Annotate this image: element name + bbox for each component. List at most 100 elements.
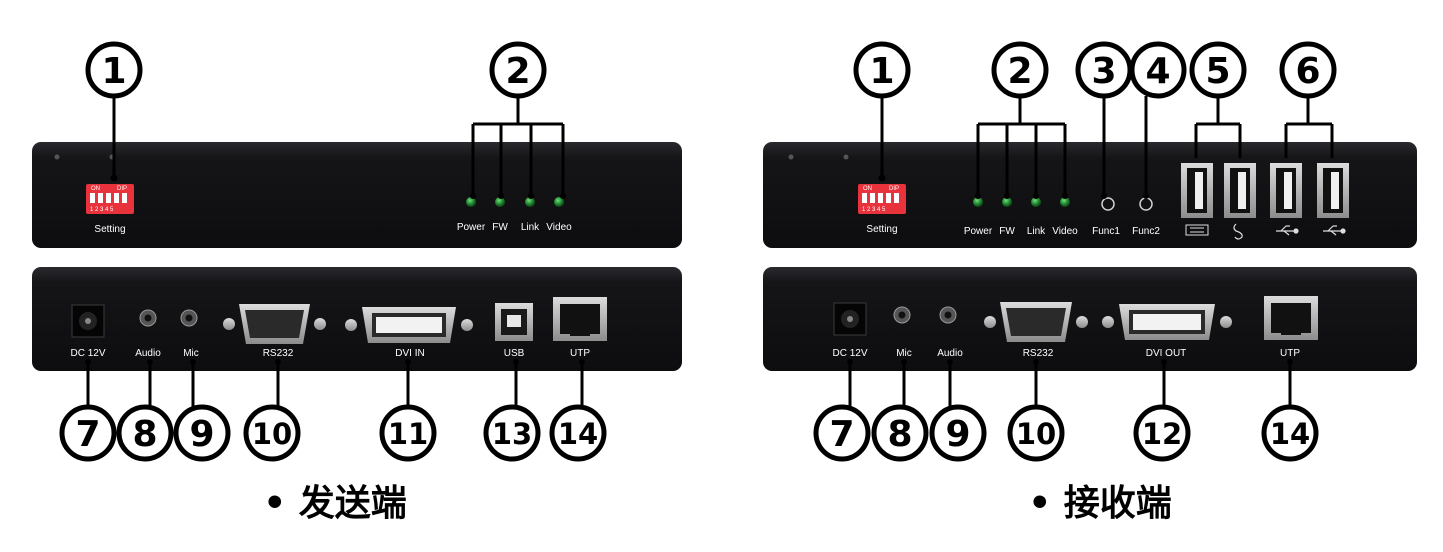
usb-icon — [1323, 225, 1346, 236]
svg-text:7: 7 — [75, 414, 100, 455]
dip-on-label: ON — [91, 186, 100, 192]
led-label-video: Video — [546, 222, 572, 233]
led-label-fw: FW — [492, 222, 508, 233]
svg-text:4: 4 — [1145, 51, 1170, 92]
receiver-setting-label: Setting — [866, 224, 897, 235]
callout-7: 7 — [59, 404, 117, 462]
usb-icon — [1276, 225, 1299, 236]
led-link — [1031, 197, 1041, 207]
sender-leader-lines — [86, 96, 584, 408]
receiver-usb-keyboard-port — [1181, 163, 1213, 218]
callout-11: 11 — [379, 404, 437, 462]
receiver-dc-jack — [833, 302, 867, 336]
led-power — [973, 197, 983, 207]
port-label-utp: UTP — [570, 348, 590, 359]
sender-device: ON DIP 1 2 3 4 5 Setting Power FW Link V… — [32, 41, 682, 524]
sender-setting-label: Setting — [94, 224, 125, 235]
receiver-rear-panel — [763, 267, 1417, 371]
dip-numbers: 1 2 3 4 5 — [90, 207, 114, 213]
receiver-caption: • 接收端 — [1028, 483, 1172, 524]
svg-text:14: 14 — [558, 417, 598, 451]
port-label-rs232: RS232 — [1023, 348, 1054, 359]
svg-text:10: 10 — [1016, 417, 1056, 451]
callout-8: 8 — [871, 404, 929, 462]
receiver-mic-jack — [893, 306, 911, 324]
mouse-icon — [1233, 223, 1243, 240]
sender-dip-switch: ON DIP 1 2 3 4 5 — [86, 184, 134, 214]
svg-text:1: 1 — [101, 51, 126, 92]
receiver-usb-port-a — [1270, 163, 1302, 218]
sender-caption: • 发送端 — [263, 483, 407, 524]
port-label-mic: Mic — [896, 348, 912, 359]
led-fw — [495, 197, 505, 207]
svg-text:11: 11 — [388, 417, 428, 451]
sender-audio-jack — [139, 309, 157, 327]
svg-text:14: 14 — [1270, 417, 1310, 451]
func1-button — [1101, 197, 1115, 211]
dip-numbers: 1 2 3 4 5 — [862, 207, 886, 213]
keyboard-icon — [1185, 224, 1209, 236]
svg-text:9: 9 — [945, 414, 970, 455]
sender-front-panel — [32, 142, 682, 248]
callout-14: 14 — [1261, 404, 1319, 462]
led-label-power: Power — [457, 222, 486, 233]
sender-leader-dots — [85, 174, 585, 365]
callout-2: 2 — [489, 41, 547, 99]
svg-text:6: 6 — [1295, 51, 1320, 92]
callout-1: 1 — [85, 41, 143, 99]
svg-text:3: 3 — [1091, 51, 1116, 92]
led-label-link: Link — [1027, 226, 1046, 237]
sender-dvi-port — [345, 307, 473, 343]
callout-13: 13 — [483, 404, 541, 462]
led-video — [1060, 197, 1070, 207]
svg-text:8: 8 — [887, 414, 912, 455]
receiver-dip-switch: ON DIP 1 2 3 4 5 — [858, 184, 906, 214]
callout-10: 10 — [1007, 404, 1065, 462]
dip-label: DIP — [117, 186, 127, 192]
led-label-video: Video — [1052, 226, 1078, 237]
receiver-rs232-port — [984, 302, 1088, 342]
svg-text:5: 5 — [1205, 51, 1230, 92]
port-label-utp: UTP — [1280, 348, 1300, 359]
sender-usb-port — [495, 303, 533, 341]
receiver-audio-jack — [939, 306, 957, 324]
callout-2: 2 — [991, 41, 1049, 99]
receiver-device: ON DIP 1 2 3 4 5 Setting Power FW Link V… — [763, 41, 1417, 524]
port-label-dc: DC 12V — [832, 348, 867, 359]
led-label-fw: FW — [999, 226, 1015, 237]
callout-10: 10 — [243, 404, 301, 462]
receiver-leader-dots — [847, 174, 1293, 365]
func2-label: Func2 — [1132, 226, 1160, 237]
callout-9: 9 — [929, 404, 987, 462]
port-label-audio: Audio — [135, 348, 161, 359]
svg-text:10: 10 — [252, 417, 292, 451]
port-label-dvi-out: DVI OUT — [1146, 348, 1187, 359]
screw-hole — [788, 154, 794, 160]
port-label-dvi-in: DVI IN — [395, 348, 424, 359]
screw-hole — [843, 154, 849, 160]
callout-4: 4 — [1129, 41, 1187, 99]
receiver-utp-port — [1264, 296, 1318, 340]
port-label-mic: Mic — [183, 348, 199, 359]
func1-label: Func1 — [1092, 226, 1120, 237]
sender-rs232-port — [223, 304, 326, 344]
svg-text:7: 7 — [829, 414, 854, 455]
svg-text:13: 13 — [492, 417, 532, 451]
svg-text:1: 1 — [869, 51, 894, 92]
callout-7: 7 — [813, 404, 871, 462]
svg-text:12: 12 — [1142, 417, 1182, 451]
sender-rear-panel — [32, 267, 682, 371]
led-fw — [1002, 197, 1012, 207]
callout-8: 8 — [116, 404, 174, 462]
receiver-usb-mouse-port — [1224, 163, 1256, 218]
svg-text:2: 2 — [505, 51, 530, 92]
led-link — [525, 197, 535, 207]
port-label-usb: USB — [504, 348, 525, 359]
receiver-dvi-port — [1102, 304, 1232, 340]
sender-led-group: Power FW Link Video — [457, 197, 572, 233]
sender-mic-jack — [180, 309, 198, 327]
receiver-usb-port-b — [1317, 163, 1349, 218]
callout-6: 6 — [1279, 41, 1337, 99]
port-label-dc: DC 12V — [70, 348, 105, 359]
